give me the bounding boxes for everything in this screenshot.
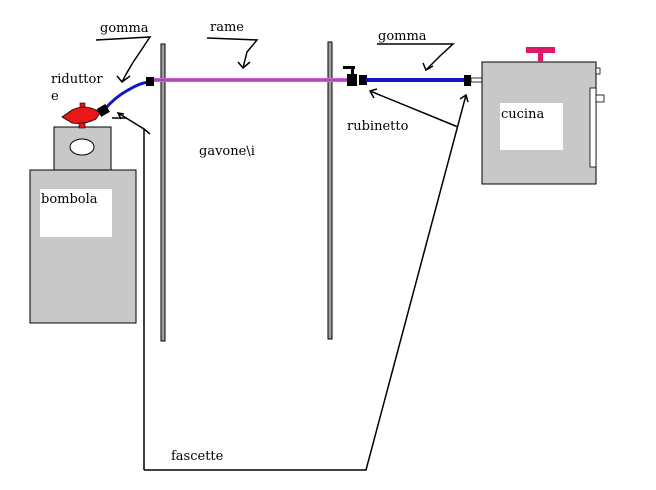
cucina-stove: cucina bbox=[481, 47, 605, 185]
bulkhead-right bbox=[327, 41, 333, 340]
label-riduttore-line1: riduttor bbox=[51, 72, 103, 87]
bombola-cylinder: bombola bbox=[29, 126, 137, 324]
fascette-line-right bbox=[144, 94, 467, 471]
stove-knob bbox=[526, 47, 555, 53]
arrow-rubinetto-head bbox=[368, 88, 378, 99]
arrow-rame-head bbox=[237, 61, 251, 70]
label-riduttore-line2: e bbox=[51, 89, 59, 104]
hose-clamp-left bbox=[146, 77, 154, 86]
valve-stem bbox=[351, 68, 354, 75]
bombola-label: bombola bbox=[41, 192, 98, 207]
arrow-rame bbox=[206, 37, 259, 69]
stove-side-tab bbox=[595, 67, 601, 75]
arrow-gomma-right-head bbox=[422, 62, 434, 72]
cylinder-valve-window bbox=[69, 138, 95, 156]
arrow-gomma-right bbox=[377, 43, 455, 71]
label-fascette: fascette bbox=[171, 449, 224, 464]
reducer-body bbox=[61, 106, 101, 124]
fascette-line-right-head bbox=[459, 93, 469, 103]
bulkhead-left bbox=[160, 43, 166, 342]
label-rame: rame bbox=[210, 20, 244, 35]
reducer-stem bbox=[78, 122, 86, 129]
cucina-label-box bbox=[500, 103, 563, 150]
stove-inlet-fitting bbox=[470, 77, 483, 83]
riduttore-reducer bbox=[61, 102, 101, 129]
cucina-label: cucina bbox=[501, 107, 544, 122]
hose-clamp-right bbox=[464, 75, 471, 86]
stove-handle-latch bbox=[595, 94, 605, 103]
arrow-gomma-left bbox=[95, 36, 152, 83]
rubber-hose-right bbox=[366, 78, 466, 82]
fascette-to-reducer bbox=[117, 112, 145, 130]
fascette-line-left bbox=[143, 127, 151, 470]
bombola-label-box bbox=[40, 189, 112, 237]
label-rubinetto: rubinetto bbox=[347, 119, 409, 134]
fascette-to-reducer-head bbox=[116, 112, 125, 120]
arrow-rubinetto bbox=[369, 90, 459, 128]
label-gavone: gavone\i bbox=[199, 144, 255, 159]
stove-door-handle bbox=[589, 87, 597, 168]
valve-handle bbox=[343, 66, 355, 69]
label-gomma-left: gomma bbox=[100, 21, 149, 36]
arrow-gomma-left-head bbox=[116, 75, 131, 84]
stove-knob-stem bbox=[538, 52, 543, 62]
hose-clamp-valve bbox=[359, 75, 367, 85]
hose-clamp-reducer bbox=[96, 104, 110, 117]
valve-body bbox=[347, 74, 357, 86]
rubber-hose-left bbox=[102, 80, 152, 111]
rubinetto-valve bbox=[343, 66, 367, 86]
label-gomma-right: gomma bbox=[378, 29, 427, 44]
